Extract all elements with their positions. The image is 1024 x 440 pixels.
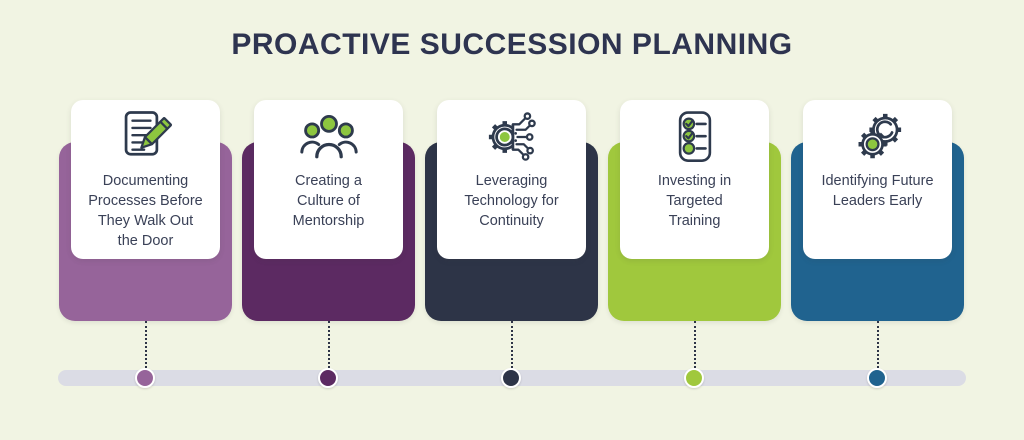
connector-line: [876, 321, 879, 368]
timeline-dot-1: [135, 368, 155, 388]
step-group-2: Creating a Culture of Mentorship: [242, 100, 415, 368]
connector-line: [327, 321, 330, 368]
step-label: Leveraging Technology for Continuity: [464, 173, 559, 229]
step-label: Identifying Future Leaders Early: [821, 173, 934, 209]
timeline-dot-4: [684, 368, 704, 388]
step-card: Creating a Culture of Mentorship: [254, 100, 403, 259]
step-card: Investing in Targeted Training: [620, 100, 769, 259]
step-card: Identifying Future Leaders Early: [803, 100, 952, 259]
connector-line: [144, 321, 147, 368]
step-label: Investing in Targeted Training: [657, 173, 732, 229]
document-pencil-icon: [116, 107, 176, 167]
connector-line: [510, 321, 513, 368]
gears-icon: [848, 107, 908, 167]
step-group-5: Identifying Future Leaders Early: [791, 100, 964, 368]
step-group-3: Leveraging Technology for Continuity: [425, 100, 598, 368]
step-label: Creating a Culture of Mentorship: [292, 173, 365, 229]
step-group-1: Documenting Processes Before They Walk O…: [59, 100, 232, 368]
timeline-dot-3: [501, 368, 521, 388]
connector-line: [693, 321, 696, 368]
timeline-dot-2: [318, 368, 338, 388]
step-card: Documenting Processes Before They Walk O…: [71, 100, 220, 259]
page-title: PROACTIVE SUCCESSION PLANNING: [231, 28, 793, 61]
step-group-4: Investing in Targeted Training: [608, 100, 781, 368]
checklist-icon: [665, 107, 725, 167]
step-card: Leveraging Technology for Continuity: [437, 100, 586, 259]
team-icon: [299, 107, 359, 167]
step-label: Documenting Processes Before They Walk O…: [88, 173, 203, 249]
timeline-dot-5: [867, 368, 887, 388]
tech-gear-icon: [482, 107, 542, 167]
